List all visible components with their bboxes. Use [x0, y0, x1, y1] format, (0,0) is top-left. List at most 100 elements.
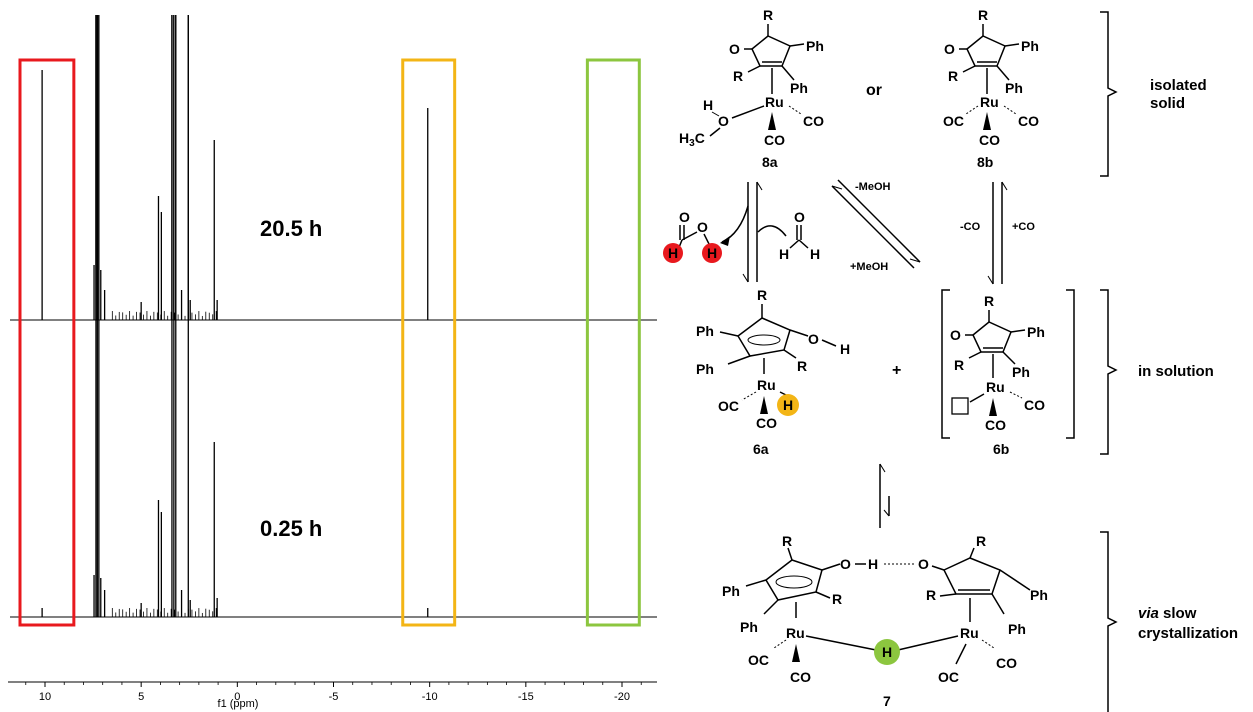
svg-text:H: H — [868, 556, 878, 572]
svg-text:R: R — [926, 587, 936, 603]
svg-text:H: H — [882, 644, 892, 660]
x-tick-label: -5 — [329, 691, 339, 703]
peaks-top — [41, 15, 429, 320]
svg-text:CO: CO — [803, 113, 824, 129]
label-8b: 8b — [977, 154, 993, 170]
svg-text:R: R — [948, 68, 958, 84]
svg-text:Ph: Ph — [790, 80, 808, 96]
svg-text:R: R — [984, 293, 994, 309]
peaks-bottom — [41, 15, 429, 617]
plus-meoh-label: +MeOH — [850, 261, 888, 273]
svg-text:O: O — [718, 113, 729, 129]
x-tick-label: -10 — [422, 691, 438, 703]
svg-text:CO: CO — [764, 132, 785, 148]
svg-text:Ru: Ru — [960, 625, 979, 641]
svg-text:H: H — [779, 246, 789, 262]
plus-text: + — [892, 362, 901, 379]
svg-text:R: R — [954, 357, 964, 373]
equilibrium-6-7 — [879, 463, 890, 528]
svg-text:H3C: H3C — [679, 130, 705, 149]
svg-text:Ph: Ph — [722, 583, 740, 599]
svg-text:Ph: Ph — [1012, 364, 1030, 380]
formic-acid-product: O O H H — [663, 209, 722, 263]
via-label: via slow — [1138, 605, 1197, 622]
isolated-label-2: solid — [1150, 95, 1185, 112]
svg-text:H: H — [668, 245, 678, 261]
svg-text:OC: OC — [718, 398, 739, 414]
green-h-circle — [874, 639, 900, 665]
svg-text:Ru: Ru — [786, 625, 805, 641]
label-7: 7 — [883, 693, 891, 709]
label-6a: 6a — [753, 441, 769, 457]
vacant-site-square — [951, 397, 969, 415]
complex-7: R O H R Ph Ph Ru OC CO H O — [722, 533, 1048, 709]
svg-text:OC: OC — [943, 113, 964, 129]
svg-text:R: R — [733, 68, 743, 84]
svg-text:H: H — [840, 341, 850, 357]
trace-label-top: 20.5 h — [260, 216, 322, 241]
svg-text:R: R — [976, 533, 986, 549]
minus-co-label: -CO — [960, 221, 981, 233]
isolated-label-1: isolated — [1150, 77, 1207, 94]
svg-text:CO: CO — [985, 417, 1006, 433]
svg-text:O: O — [679, 209, 690, 225]
svg-text:R: R — [832, 591, 842, 607]
svg-text:Ph: Ph — [1008, 621, 1026, 637]
x-tick-label: -20 — [614, 691, 630, 703]
svg-text:R: R — [782, 533, 792, 549]
svg-text:Ru: Ru — [986, 379, 1005, 395]
svg-text:Ru: Ru — [980, 94, 999, 110]
svg-text:Ph: Ph — [1027, 324, 1045, 340]
svg-text:Ru: Ru — [765, 94, 784, 110]
svg-text:R: R — [757, 287, 767, 303]
svg-text:CO: CO — [756, 415, 777, 431]
formaldehyde: O H H — [779, 209, 820, 262]
equilibrium-8a-6a — [720, 181, 787, 283]
highlight-boxes — [18, 58, 641, 627]
svg-text:Ph: Ph — [696, 361, 714, 377]
svg-text:OC: OC — [748, 652, 769, 668]
svg-text:Ph: Ph — [806, 38, 824, 54]
x-tick-label: 0 — [234, 691, 240, 703]
svg-text:O: O — [944, 41, 955, 57]
or-text: or — [866, 82, 882, 99]
svg-text:CO: CO — [996, 655, 1017, 671]
in-solution-label: in solution — [1138, 363, 1214, 380]
svg-text:CO: CO — [790, 669, 811, 685]
svg-text:O: O — [794, 209, 805, 225]
x-tick-label: -15 — [518, 691, 534, 703]
svg-text:H: H — [810, 246, 820, 262]
svg-text:CO: CO — [1024, 397, 1045, 413]
red-h-circle-1 — [663, 243, 683, 263]
label-8a: 8a — [762, 154, 778, 170]
yellow-h-circle — [777, 394, 799, 416]
svg-text:Ph: Ph — [1021, 38, 1039, 54]
svg-text:CO: CO — [979, 132, 1000, 148]
svg-text:O: O — [729, 41, 740, 57]
svg-text:H: H — [783, 397, 793, 413]
highlight-box-0 — [18, 58, 76, 627]
svg-text:Ph: Ph — [740, 619, 758, 635]
equilibrium-co: -CO +CO — [960, 181, 1035, 285]
svg-text:Ph: Ph — [1030, 587, 1048, 603]
svg-text:Ph: Ph — [1005, 80, 1023, 96]
highlight-box-1 — [401, 58, 457, 627]
label-6b: 6b — [993, 441, 1009, 457]
svg-text:R: R — [797, 358, 807, 374]
complex-6a: R O H R Ph Ph Ru H OC CO 6a — [696, 287, 850, 457]
svg-text:OC: OC — [938, 669, 959, 685]
svg-text:O: O — [918, 556, 929, 572]
svg-text:H: H — [707, 245, 717, 261]
minus-meoh-label: -MeOH — [855, 181, 891, 193]
x-axis-label: f1 (ppm) — [218, 698, 259, 710]
reaction-scheme: O R Ph Ph R Ru CO CO O H H3C 8a o — [663, 7, 1238, 712]
x-tick-label: 5 — [138, 691, 144, 703]
complex-8b: O R Ph Ph R Ru CO OC CO 8b — [943, 7, 1039, 170]
svg-text:R: R — [978, 7, 988, 23]
svg-text:O: O — [950, 327, 961, 343]
red-h-circle-2 — [702, 243, 722, 263]
svg-text:Ph: Ph — [696, 323, 714, 339]
